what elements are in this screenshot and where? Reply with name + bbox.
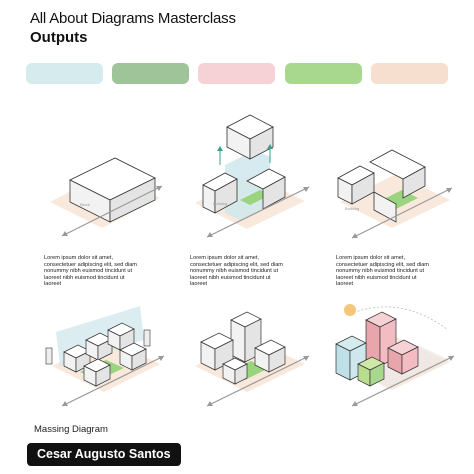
palette-swatch-3	[198, 63, 275, 84]
building-label: Building	[345, 206, 359, 211]
sun-icon	[344, 304, 356, 316]
diagram-massing-tower	[195, 311, 310, 407]
building-label: Building	[213, 201, 227, 206]
diagram-building-extrusion: Building	[195, 114, 310, 238]
palette-swatch-4	[285, 63, 362, 84]
diagram-caption-1: Lorem ipsum dolor sit amet, consectetuer…	[44, 255, 137, 288]
diagram-caption-2: Lorem ipsum dolor sit amet, consectetuer…	[190, 255, 283, 288]
author-badge: Cesar Augusto Santos	[27, 443, 181, 466]
sun-path	[349, 306, 449, 331]
diagram-type-label: Massing Diagram	[34, 424, 108, 435]
diagram-massing-grid	[45, 306, 165, 407]
palette-swatch-1	[26, 63, 103, 84]
block-label: Block	[80, 202, 90, 207]
diagram-massing-sun	[335, 304, 455, 407]
page-title: All About Diagrams Masterclass	[30, 10, 236, 27]
diagram-building-courtyard: Building	[337, 149, 453, 239]
diagram-caption-3: Lorem ipsum dolor sit amet, consectetuer…	[336, 255, 429, 288]
axis-arrow	[61, 185, 163, 237]
diagram-block: Block	[50, 157, 163, 237]
page-subtitle: Outputs	[30, 29, 88, 46]
palette-swatch-2	[112, 63, 189, 84]
palette-swatch-5	[371, 63, 448, 84]
